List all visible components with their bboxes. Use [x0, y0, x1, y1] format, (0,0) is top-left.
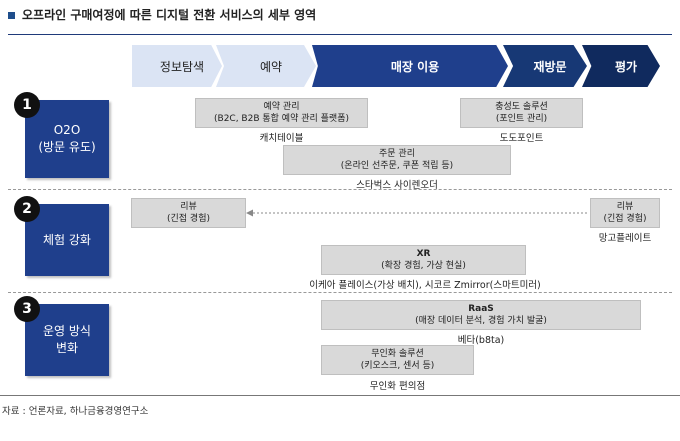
- title-bullet-icon: [8, 12, 15, 19]
- box-subtitle: (긴접 경험): [166, 214, 210, 224]
- box-subtitle: (포인트 관리): [495, 114, 548, 124]
- review-arrow: [246, 209, 587, 217]
- row-label-line: 변화: [55, 341, 79, 355]
- stage-evaluation: 평가: [582, 45, 660, 87]
- box-title: XR: [416, 248, 431, 259]
- box-title: 리뷰: [616, 201, 634, 212]
- stage-label: 평가: [614, 59, 638, 74]
- source-note: 자료 : 언론자료, 하나금융경영연구소: [2, 406, 149, 417]
- box-title: 주문 관리: [379, 148, 415, 159]
- box-subtitle: (키오스크, 센서 등): [360, 361, 435, 371]
- stage-label: 정보탐색: [159, 59, 205, 74]
- box-title: 리뷰: [180, 201, 197, 212]
- row-label-line: 운영 방식: [43, 324, 91, 339]
- reservation-caption: 캐치테이블: [259, 133, 304, 144]
- row-divider: [8, 292, 672, 293]
- row-label-line: (방문 유도): [38, 140, 96, 154]
- reservation-management-box: 예약 관리 (B2C, B2B 통합 예약 관리 플랫폼): [195, 98, 368, 128]
- stage-store-use: 매장 이용: [312, 45, 508, 87]
- xr-caption: 이케아 플레이스(가상 배치), 시코르 Zmirror(스마트미러): [309, 280, 541, 291]
- row-number-3: 3: [14, 296, 40, 322]
- order-caption: 스타벅스 사이렌오더: [356, 180, 438, 191]
- stage-label: 예약: [259, 59, 283, 74]
- unmanned-solution-box: 무인화 솔루션 (키오스크, 센서 등): [321, 345, 474, 375]
- unmanned-caption: 무인화 편의점: [369, 381, 426, 392]
- loyalty-solution-box: 충성도 솔루션 (포인트 관리): [460, 98, 583, 128]
- stage-reservation: 예약: [216, 45, 316, 87]
- box-subtitle: (온라인 선주문, 쿠폰 적립 등): [340, 161, 454, 171]
- box-subtitle: (매장 데이터 분석, 경험 가치 발굴): [415, 316, 547, 326]
- row-number-1: 1: [14, 92, 40, 118]
- row-number-2: 2: [14, 196, 40, 222]
- box-title: 무인화 솔루션: [371, 348, 424, 359]
- box-subtitle: (긴접 경험): [603, 214, 647, 224]
- row-label-experience: 체험 강화: [25, 204, 109, 276]
- loyalty-caption: 도도포인트: [499, 133, 544, 144]
- row-label-line: O2O: [53, 123, 81, 138]
- raas-box: RaaS (매장 데이터 분석, 경험 가치 발굴): [321, 300, 641, 330]
- row-label-o2o: O2O (방문 유도): [25, 100, 109, 178]
- raas-caption: 베타(b8ta): [457, 335, 505, 346]
- box-title: 충성도 솔루션: [495, 101, 548, 112]
- bottom-divider: [0, 395, 680, 396]
- stage-label: 매장 이용: [390, 59, 440, 74]
- stage-label: 재방문: [533, 59, 567, 74]
- stage-info-search: 정보탐색: [132, 45, 222, 87]
- row-label-line: 체험 강화: [43, 232, 91, 247]
- row-label-operation: 운영 방식 변화: [25, 304, 109, 376]
- review-left-box: 리뷰 (긴접 경험): [131, 198, 246, 228]
- order-management-box: 주문 관리 (온라인 선주문, 쿠폰 적립 등): [283, 145, 511, 175]
- box-title: 예약 관리: [263, 101, 300, 112]
- title-underline: [8, 5, 672, 35]
- review-caption: 망고플레이트: [598, 233, 652, 244]
- diagram-title: 오프라인 구매여정에 따른 디지털 전환 서비스의 세부 영역: [22, 8, 317, 22]
- box-title: RaaS: [468, 303, 494, 314]
- xr-box: XR (확장 경험, 가상 현실): [321, 245, 526, 275]
- box-subtitle: (확장 경험, 가상 현실): [381, 261, 466, 271]
- box-subtitle: (B2C, B2B 통합 예약 관리 플랫폼): [214, 114, 349, 124]
- stage-revisit: 재방문: [503, 45, 587, 87]
- review-right-box: 리뷰 (긴접 경험): [590, 198, 660, 228]
- row-divider: [8, 189, 672, 190]
